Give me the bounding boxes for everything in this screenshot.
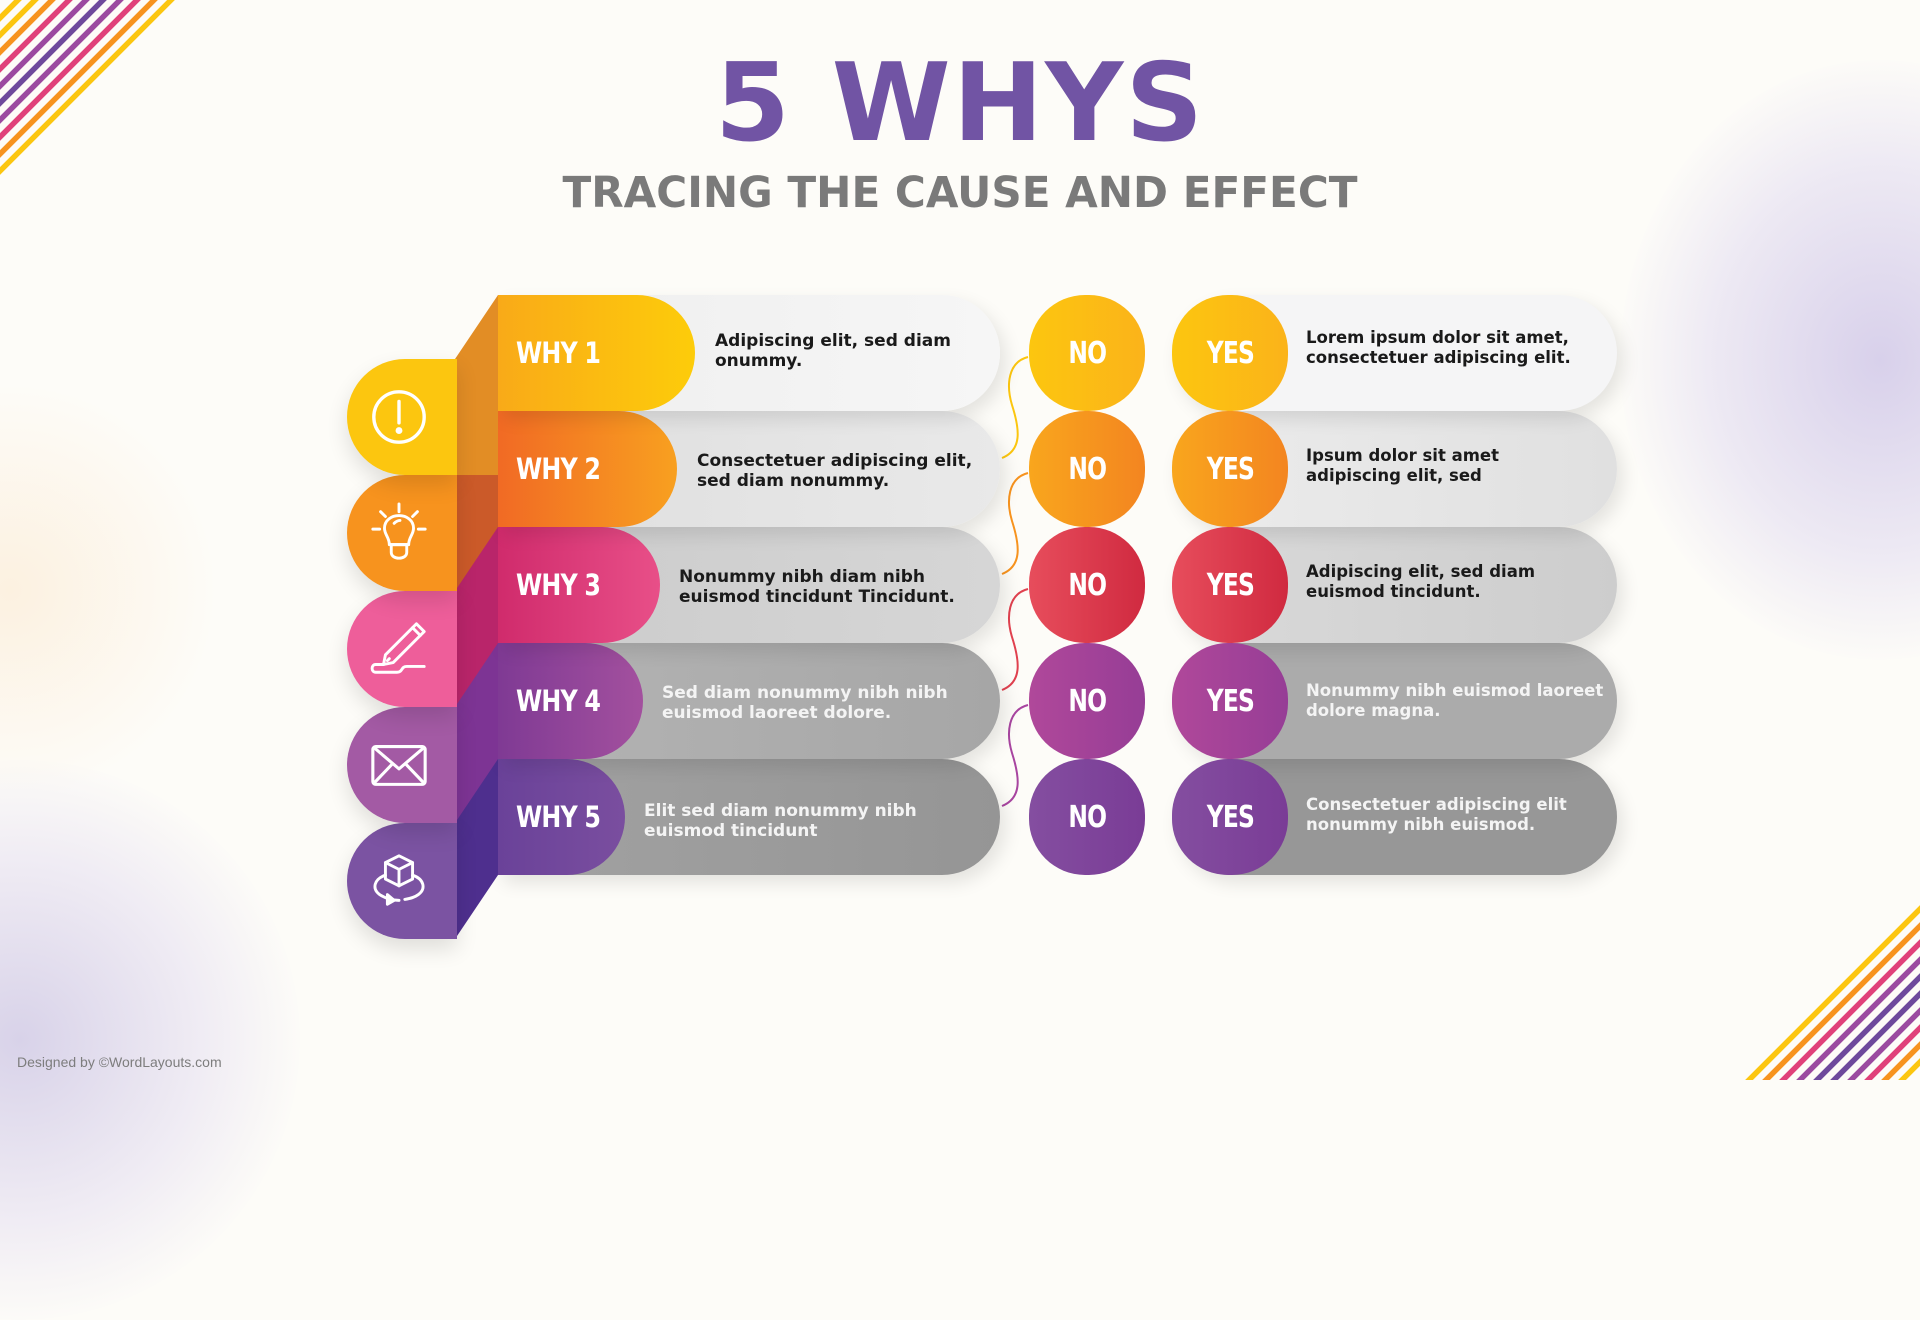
why-4-label: WHY 4 (516, 684, 601, 718)
why-2-pill: WHY 2 (498, 411, 677, 527)
decorative-stripes-top-left (0, 0, 175, 175)
why-3-pill: WHY 3 (498, 527, 660, 643)
no-badge-3: NO (1029, 527, 1145, 643)
no-badge-4: NO (1029, 643, 1145, 759)
why-5-label: WHY 5 (516, 800, 601, 834)
no-badge-1: NO (1029, 295, 1145, 411)
why-5-pill: WHY 5 (498, 759, 625, 875)
why-1-label: WHY 1 (516, 336, 601, 370)
answer-5: Consectetuer adipiscing elit nonummy nib… (1306, 795, 1567, 834)
why-3-question: Nonummy nibh diam nibh euismod tincidunt… (679, 567, 955, 607)
no-badge-2: NO (1029, 411, 1145, 527)
no-label-3: NO (1068, 567, 1107, 603)
why-2-icon-block (347, 475, 457, 591)
pencil-signature-icon (370, 622, 426, 674)
answer-1: Lorem ipsum dolor sit amet, consectetuer… (1306, 328, 1571, 367)
five-whys-diagram: Elit sed diam nonummy nibh euismod tinci… (347, 295, 1617, 939)
yes-label-3: YES (1206, 567, 1254, 603)
alert-circle-icon (372, 390, 426, 444)
answer-2: Ipsum dolor sit amet adipiscing elit, se… (1306, 446, 1499, 485)
yes-badge-2: YES (1172, 411, 1288, 527)
why-3-label: WHY 3 (516, 568, 601, 602)
yes-badge-3: YES (1172, 527, 1288, 643)
why-4-pill: WHY 4 (498, 643, 643, 759)
connector-lines (1001, 356, 1029, 807)
no-label-2: NO (1068, 451, 1107, 487)
answer-4: Nonummy nibh euismod laoreet dolore magn… (1306, 681, 1604, 720)
yes-badge-4: YES (1172, 643, 1288, 759)
footer-credit: Designed by ©WordLayouts.com (17, 1054, 222, 1070)
yes-badge-1: YES (1172, 295, 1288, 411)
yes-label-1: YES (1206, 335, 1254, 371)
why-4-question: Sed diam nonummy nibh nibh euismod laore… (662, 683, 948, 723)
why-1-question: Adipiscing elit, sed diam onummy. (715, 331, 951, 371)
no-label-5: NO (1068, 799, 1107, 835)
why-1-pill: WHY 1 (498, 295, 695, 411)
why-2-question: Consectetuer adipiscing elit, sed diam n… (697, 451, 973, 491)
no-badge-5: NO (1029, 759, 1145, 875)
why-3-icon-block (347, 591, 457, 707)
page-subtitle: TRACING THE CAUSE AND EFFECT (562, 168, 1358, 218)
why-5-icon-block (347, 823, 457, 939)
cube-rotate-icon (373, 854, 425, 906)
envelope-icon (371, 745, 427, 786)
no-label-1: NO (1068, 335, 1107, 371)
why-1-fold (455, 295, 498, 475)
why-5-question: Elit sed diam nonummy nibh euismod tinci… (644, 801, 917, 841)
yes-label-2: YES (1206, 451, 1254, 487)
yes-label-5: YES (1206, 799, 1254, 835)
why-1-icon-block (347, 359, 457, 475)
lightbulb-icon (371, 502, 427, 560)
why-4-icon-block (347, 707, 457, 823)
why-2-label: WHY 2 (516, 452, 601, 486)
page-title: 5 WHYS (714, 41, 1206, 166)
yes-label-4: YES (1206, 683, 1254, 719)
answer-3: Adipiscing elit, sed diam euismod tincid… (1306, 562, 1536, 601)
decorative-stripes-bottom-right (1745, 905, 1920, 1080)
yes-badge-5: YES (1172, 759, 1288, 875)
no-label-4: NO (1068, 683, 1107, 719)
